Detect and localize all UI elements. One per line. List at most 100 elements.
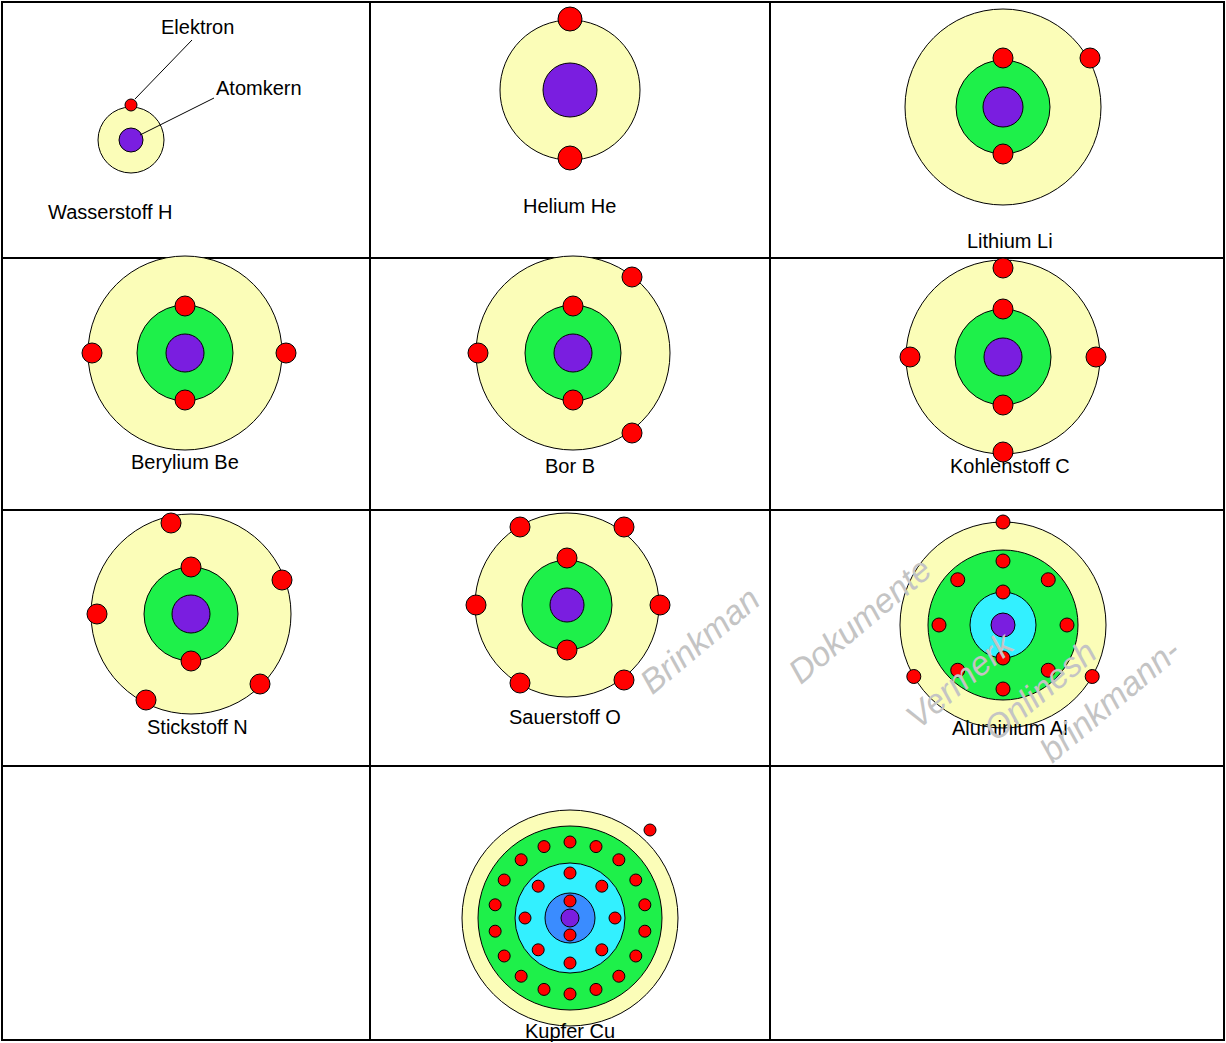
electron xyxy=(907,670,921,684)
electron xyxy=(510,517,530,537)
electron xyxy=(498,950,510,962)
electron-shell xyxy=(137,305,233,401)
atom-nucleus xyxy=(172,595,210,633)
electron xyxy=(564,867,576,879)
electron xyxy=(510,673,530,693)
electron-shell xyxy=(500,20,640,160)
electron xyxy=(1086,347,1106,367)
electron xyxy=(564,895,576,907)
electron xyxy=(951,573,965,587)
leader-lines xyxy=(135,40,214,135)
electron xyxy=(564,957,576,969)
electron xyxy=(276,343,296,363)
electron xyxy=(639,925,651,937)
element-name: Berylium Be xyxy=(131,451,239,474)
electron xyxy=(1060,618,1074,632)
electron xyxy=(1080,48,1100,68)
electron xyxy=(993,258,1013,278)
electron xyxy=(630,950,642,962)
electron-shell xyxy=(906,260,1100,454)
element-name: Kohlenstoff C xyxy=(950,455,1070,478)
electron-shell xyxy=(525,305,621,401)
electron-shell xyxy=(905,9,1101,205)
element-name: Helium He xyxy=(523,195,616,218)
electron xyxy=(564,988,576,1000)
electron xyxy=(175,390,195,410)
electron xyxy=(900,347,920,367)
electron-shell xyxy=(956,60,1050,154)
electron xyxy=(614,670,634,690)
callout-label: Atomkern xyxy=(216,77,302,100)
electron xyxy=(993,144,1013,164)
electron xyxy=(557,640,577,660)
electron xyxy=(161,513,181,533)
electron xyxy=(563,296,583,316)
electron-shell xyxy=(98,107,164,173)
atom-nucleus xyxy=(561,909,579,927)
electron xyxy=(613,854,625,866)
electron xyxy=(630,874,642,886)
electron xyxy=(993,395,1013,415)
electron xyxy=(466,595,486,615)
atom-models xyxy=(82,7,1106,1026)
electron xyxy=(515,854,527,866)
atom-nucleus xyxy=(983,87,1023,127)
electron-shell xyxy=(476,256,670,450)
electron xyxy=(468,343,488,363)
element-name: Lithium Li xyxy=(967,230,1053,253)
electron xyxy=(125,99,137,111)
electron xyxy=(932,618,946,632)
electron xyxy=(564,929,576,941)
electron-shell xyxy=(955,309,1051,405)
electron xyxy=(996,585,1010,599)
electron-shell xyxy=(462,810,678,1026)
electron-shell xyxy=(144,567,238,661)
electron xyxy=(272,570,292,590)
electron xyxy=(613,970,625,982)
electron xyxy=(614,517,634,537)
electron xyxy=(622,423,642,443)
electron xyxy=(498,874,510,886)
atom-nucleus xyxy=(166,334,204,372)
electron xyxy=(993,299,1013,319)
electron xyxy=(993,48,1013,68)
electron xyxy=(558,7,582,31)
electron xyxy=(250,674,270,694)
element-name: Kupfer Cu xyxy=(525,1020,615,1043)
electron xyxy=(557,548,577,568)
electron xyxy=(596,880,608,892)
electron-shell xyxy=(88,256,282,450)
electron xyxy=(489,925,501,937)
atom-nucleus xyxy=(554,334,592,372)
electron xyxy=(609,912,621,924)
electron-shell xyxy=(522,560,612,650)
electron xyxy=(532,880,544,892)
electron xyxy=(87,604,107,624)
atom-nucleus xyxy=(984,338,1022,376)
electron xyxy=(538,983,550,995)
electron xyxy=(181,651,201,671)
electron xyxy=(644,824,656,836)
electron-shell xyxy=(545,893,595,943)
electron xyxy=(596,944,608,956)
electron xyxy=(563,390,583,410)
element-name: Sauerstoff O xyxy=(509,706,621,729)
electron xyxy=(622,267,642,287)
callout-label: Elektron xyxy=(161,16,234,39)
electron-shell xyxy=(478,826,662,1010)
electron-shell xyxy=(515,863,625,973)
electron xyxy=(515,970,527,982)
electron xyxy=(564,836,576,848)
electron xyxy=(532,944,544,956)
element-name: Stickstoff N xyxy=(147,716,248,739)
atom-nucleus xyxy=(550,588,584,622)
electron xyxy=(181,557,201,577)
electron xyxy=(996,554,1010,568)
electron xyxy=(489,899,501,911)
electron xyxy=(519,912,531,924)
atom-nucleus xyxy=(119,128,143,152)
electron xyxy=(650,595,670,615)
